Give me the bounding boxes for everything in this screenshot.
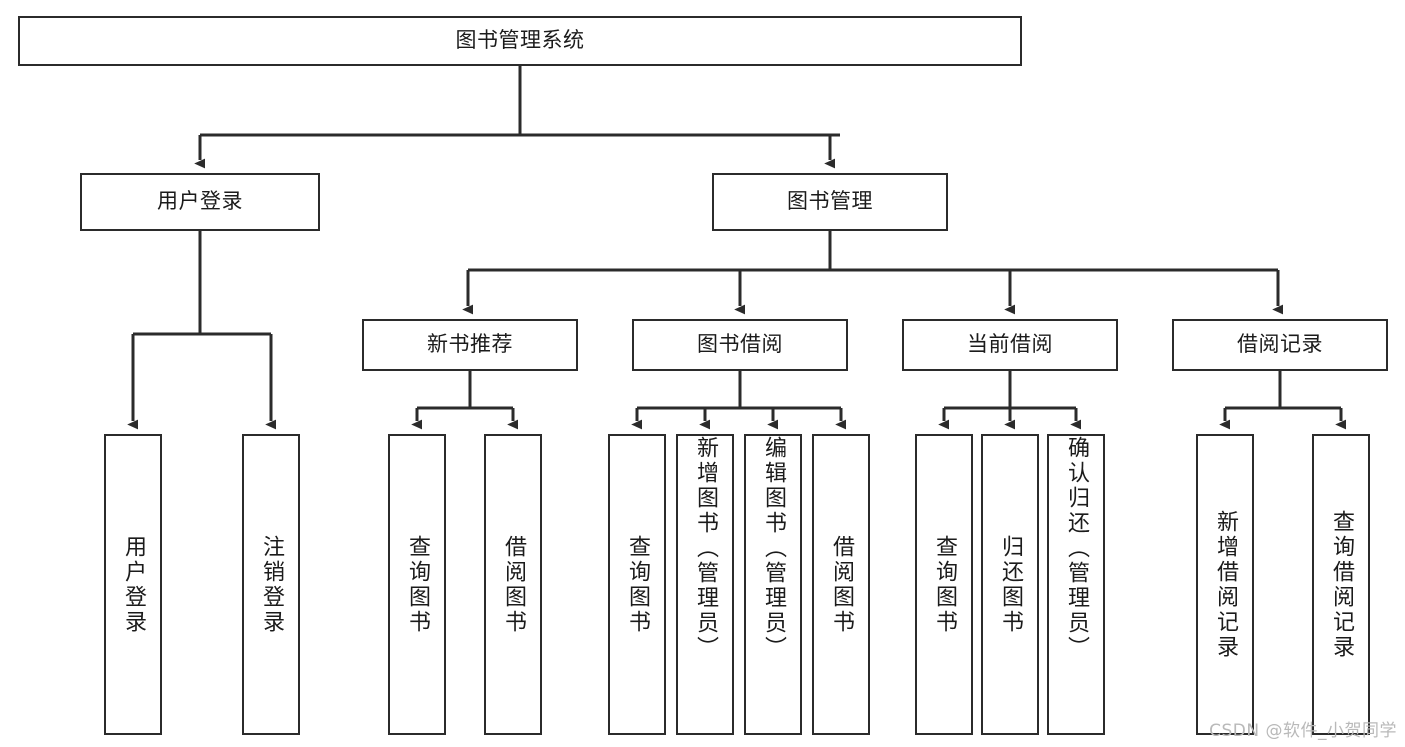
leaf-current-query-book[interactable]: 查询图书 bbox=[915, 434, 973, 735]
leaf-newbook-query-book[interactable]: 查询图书 bbox=[388, 434, 446, 735]
node-book-borrow-label: 图书借阅 bbox=[697, 332, 783, 357]
leaf-user-login-label: 用户登录 bbox=[121, 534, 146, 635]
node-new-book-recommend-label: 新书推荐 bbox=[427, 332, 513, 357]
leaf-borrow-query-book[interactable]: 查询图书 bbox=[608, 434, 666, 735]
node-new-book-recommend[interactable]: 新书推荐 bbox=[362, 319, 578, 371]
leaf-newbook-borrow-book[interactable]: 借阅图书 bbox=[484, 434, 542, 735]
leaf-logout[interactable]: 注销登录 bbox=[242, 434, 300, 735]
leaf-logout-label: 注销登录 bbox=[259, 534, 284, 635]
leaf-borrow-lend-book[interactable]: 借阅图书 bbox=[812, 434, 870, 735]
leaf-records-add-record[interactable]: 新增借阅记录 bbox=[1196, 434, 1254, 735]
leaf-records-query-record[interactable]: 查询借阅记录 bbox=[1312, 434, 1370, 735]
leaf-current-return-book-label: 归还图书 bbox=[998, 534, 1023, 635]
node-book-borrow[interactable]: 图书借阅 bbox=[632, 319, 848, 371]
node-current-borrow[interactable]: 当前借阅 bbox=[902, 319, 1118, 371]
node-book-management-label: 图书管理 bbox=[787, 189, 873, 214]
leaf-borrow-add-book-label: 新增图书（管理员） bbox=[693, 436, 718, 661]
node-current-borrow-label: 当前借阅 bbox=[967, 332, 1053, 357]
leaf-borrow-lend-book-label: 借阅图书 bbox=[829, 534, 854, 635]
node-borrow-records[interactable]: 借阅记录 bbox=[1172, 319, 1388, 371]
leaf-current-confirm-return[interactable]: 确认归还（管理员） bbox=[1047, 434, 1105, 735]
node-root[interactable]: 图书管理系统 bbox=[18, 16, 1022, 66]
leaf-newbook-query-book-label: 查询图书 bbox=[405, 534, 430, 635]
leaf-borrow-edit-book[interactable]: 编辑图书（管理员） bbox=[744, 434, 802, 735]
leaf-records-query-record-label: 查询借阅记录 bbox=[1329, 509, 1354, 660]
leaf-current-query-book-label: 查询图书 bbox=[932, 534, 957, 635]
leaf-borrow-query-book-label: 查询图书 bbox=[625, 534, 650, 635]
leaf-current-confirm-return-label: 确认归还（管理员） bbox=[1064, 436, 1089, 661]
leaf-current-return-book[interactable]: 归还图书 bbox=[981, 434, 1039, 735]
node-user-login-label: 用户登录 bbox=[157, 189, 243, 214]
node-book-management[interactable]: 图书管理 bbox=[712, 173, 948, 231]
node-user-login[interactable]: 用户登录 bbox=[80, 173, 320, 231]
leaf-newbook-borrow-book-label: 借阅图书 bbox=[501, 534, 526, 635]
csdn-watermark: CSDN @软件_小贺同学 bbox=[1209, 721, 1397, 741]
leaf-borrow-edit-book-label: 编辑图书（管理员） bbox=[761, 436, 786, 661]
leaf-records-add-record-label: 新增借阅记录 bbox=[1213, 509, 1238, 660]
leaf-borrow-add-book[interactable]: 新增图书（管理员） bbox=[676, 434, 734, 735]
node-borrow-records-label: 借阅记录 bbox=[1237, 332, 1323, 357]
leaf-user-login[interactable]: 用户登录 bbox=[104, 434, 162, 735]
node-root-label: 图书管理系统 bbox=[455, 28, 585, 53]
